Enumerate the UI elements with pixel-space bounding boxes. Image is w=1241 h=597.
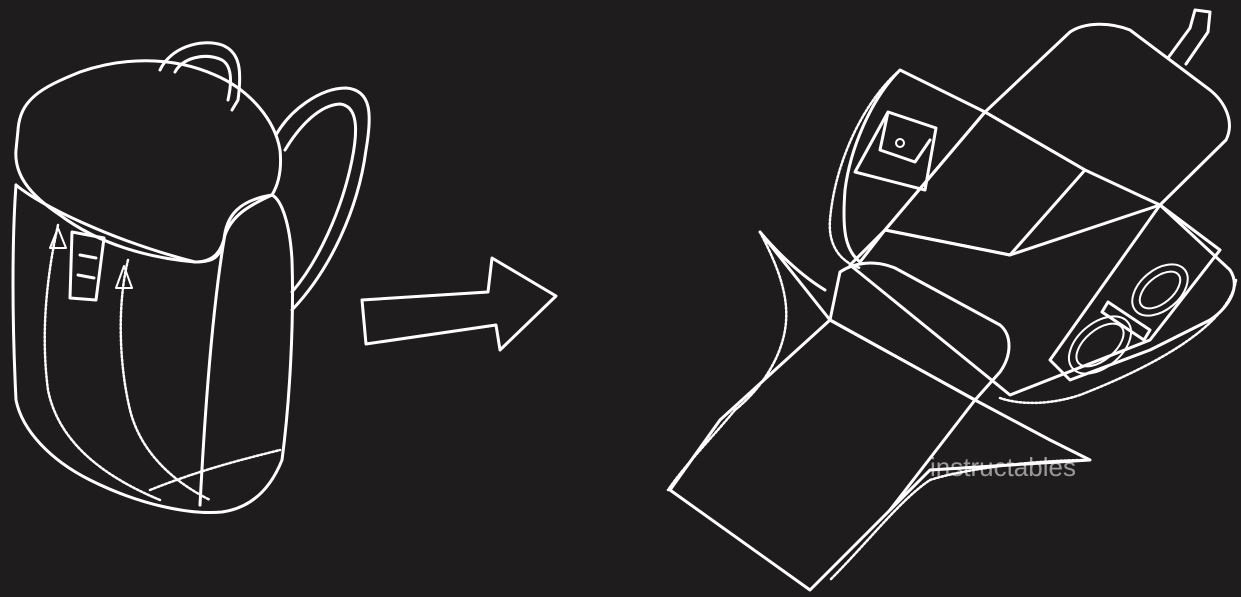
bottom-panel-edge: [668, 410, 735, 490]
bottom-stitch: [150, 450, 280, 490]
lid-edge: [16, 185, 195, 262]
front-panel: [830, 263, 1009, 400]
zipper-pull-left: [50, 228, 66, 248]
top-strap-tab: [1168, 10, 1210, 64]
left-wing: [760, 232, 830, 320]
backpack-icon: [13, 43, 369, 513]
shoulder-strap: [276, 88, 369, 310]
pocket-panel: [844, 70, 985, 262]
top-strap: [160, 43, 240, 110]
arrow-shape: [362, 258, 556, 350]
middle-panel: [850, 205, 1220, 395]
watermark-text: instructables: [930, 452, 1076, 483]
buckle-strap: [70, 232, 104, 300]
unfolded-backpack-icon: [668, 10, 1236, 590]
top-panel: [985, 24, 1229, 205]
zipper-left: [45, 225, 160, 500]
small-pocket: [855, 112, 936, 190]
pocket-button: [896, 139, 904, 147]
center-panel: [885, 112, 1085, 255]
pocket-panel-edge: [830, 70, 900, 268]
zipper-right: [121, 260, 210, 500]
arrow-right-icon: [362, 258, 556, 350]
